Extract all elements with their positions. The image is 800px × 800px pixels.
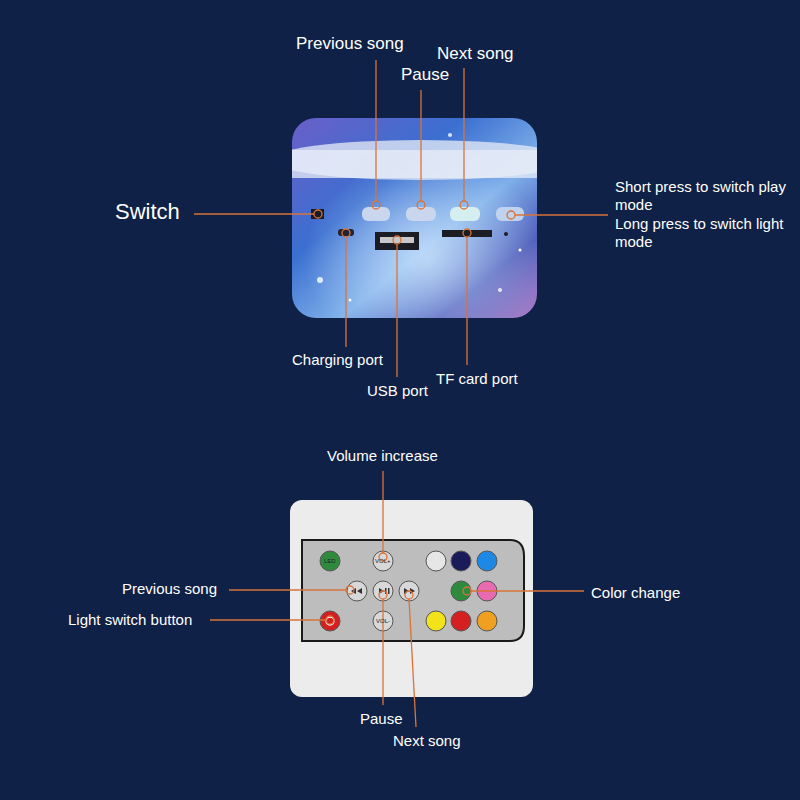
callout-label: Next song: [437, 44, 514, 64]
button-text: VOL-: [376, 618, 390, 624]
remote-photo: [290, 500, 533, 697]
callout-label: Color change: [591, 584, 680, 602]
callout-label: Long press to switch light mode: [615, 215, 787, 251]
callout-label: Pause: [360, 710, 403, 728]
callout-label: Previous song: [296, 34, 404, 54]
leader-lines: [194, 60, 608, 727]
callout-label: Pause: [401, 65, 449, 85]
callout-label: Switch: [115, 199, 180, 225]
callout-label: Volume increase: [327, 447, 438, 465]
callout-label: Charging port: [292, 351, 383, 369]
callout-label: Next song: [393, 732, 461, 750]
button-text: VOL+: [375, 558, 391, 564]
callout-label: Short press to switch play mode: [615, 178, 787, 214]
button-text: LED: [324, 558, 336, 564]
callout-label: USB port: [367, 382, 428, 400]
callout-label: Light switch button: [68, 611, 192, 629]
device-photo: [292, 118, 537, 318]
remote-buttons: [320, 551, 497, 631]
callout-label: TF card port: [436, 370, 518, 388]
callout-label: Previous song: [122, 580, 217, 598]
button-icons: [326, 588, 415, 625]
